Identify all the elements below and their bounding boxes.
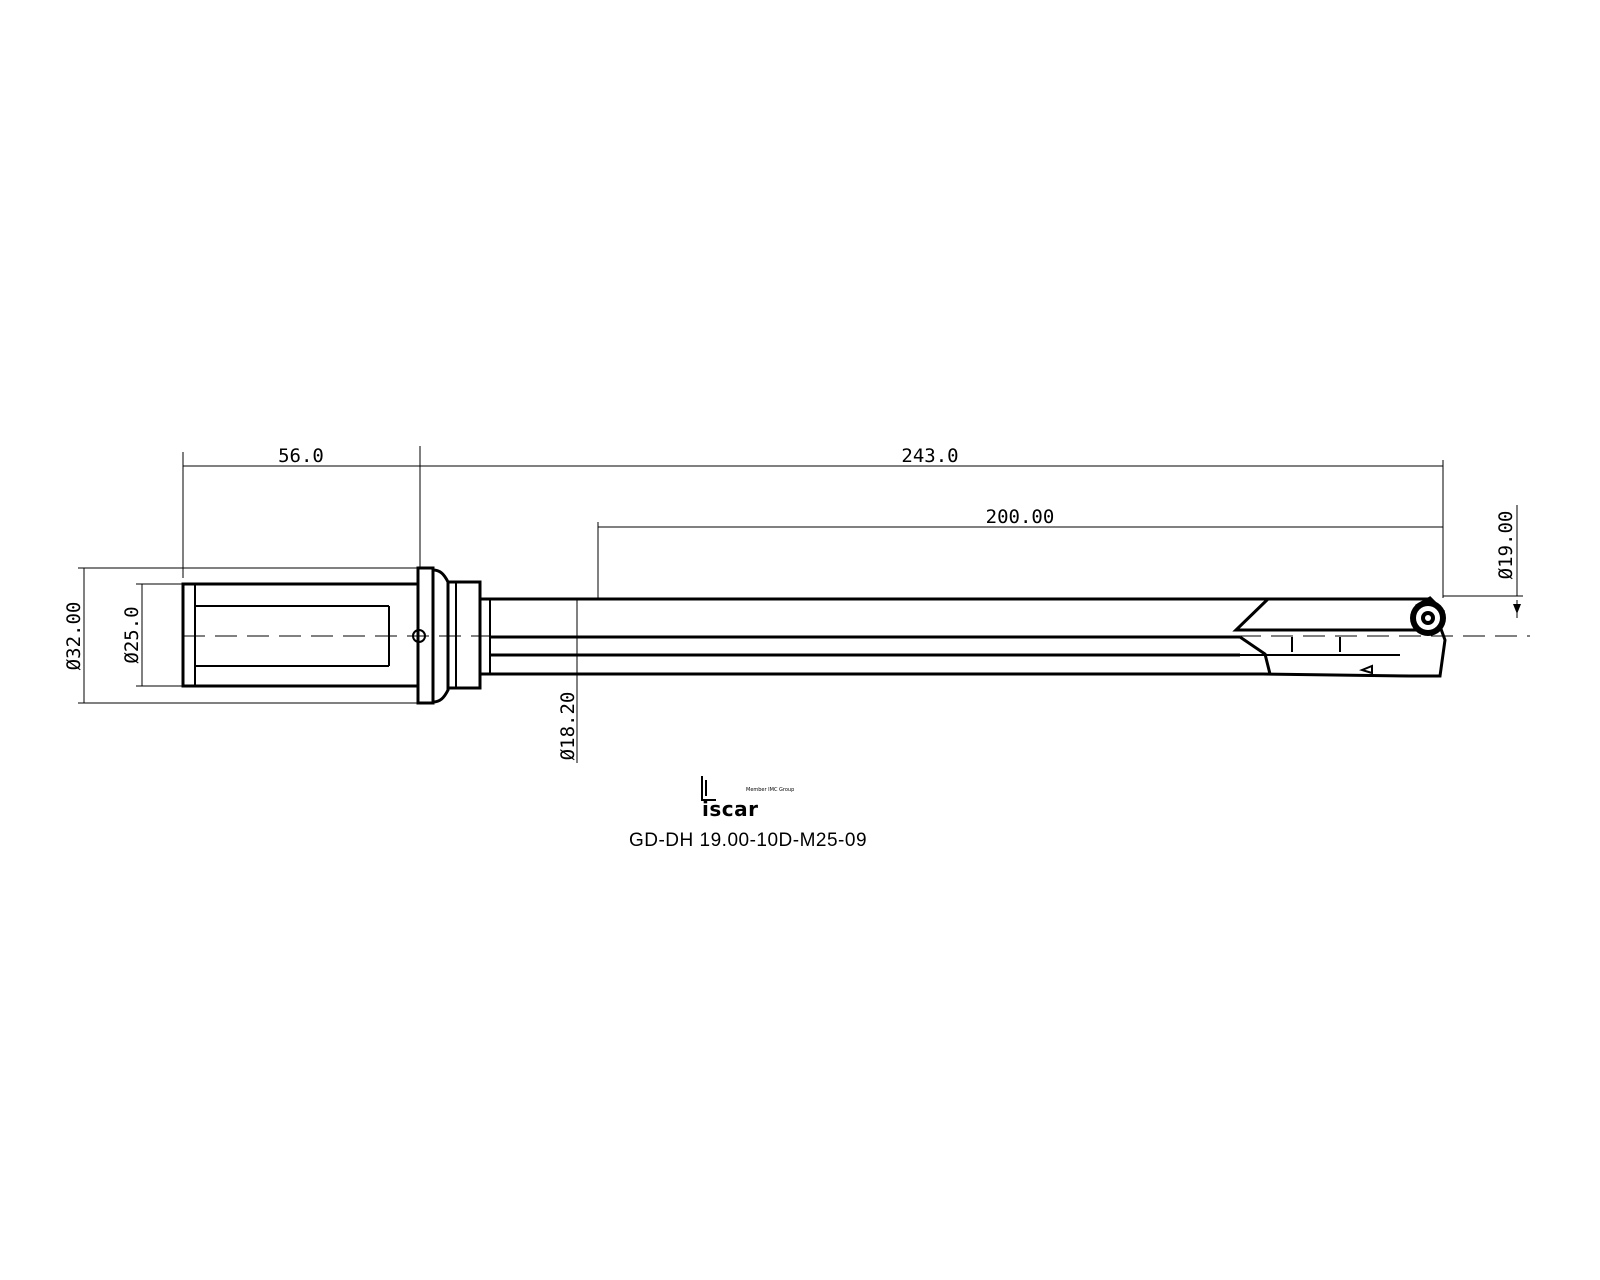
drill-insert-icon: [1410, 596, 1446, 636]
dimension-flange-diameter: Ø32.00: [63, 567, 420, 704]
dimension-shank-length: 56.0: [182, 445, 421, 578]
part-number: GD-DH 19.00-10D-M25-09: [629, 830, 867, 851]
flange-diameter-label: Ø32.00: [63, 602, 85, 671]
overall-length-label: 243.0: [901, 445, 958, 467]
coolant-screw-icon: [412, 629, 426, 643]
drill-diameter-label: Ø19.00: [1495, 511, 1517, 580]
logo-text: iscar: [702, 797, 758, 821]
shank-diameter-label: Ø25.0: [121, 606, 143, 663]
body-diameter-label: Ø18.20: [557, 692, 579, 761]
body-length-label: 200.00: [986, 506, 1055, 528]
dimension-shank-diameter: Ø25.0: [121, 583, 183, 687]
shank-length-label: 56.0: [278, 445, 324, 467]
dimension-overall-length: 243.0: [420, 445, 1444, 598]
logo-subtext: Member IMC Group: [746, 787, 794, 793]
iscar-logo: iscar Member IMC Group: [701, 776, 794, 821]
tool-outline: [181, 566, 1447, 705]
dimension-drill-diameter: Ø19.00: [1443, 505, 1523, 618]
dimension-body-length: 200.00: [597, 506, 1443, 598]
dimension-body-diameter: Ø18.20: [557, 599, 596, 763]
